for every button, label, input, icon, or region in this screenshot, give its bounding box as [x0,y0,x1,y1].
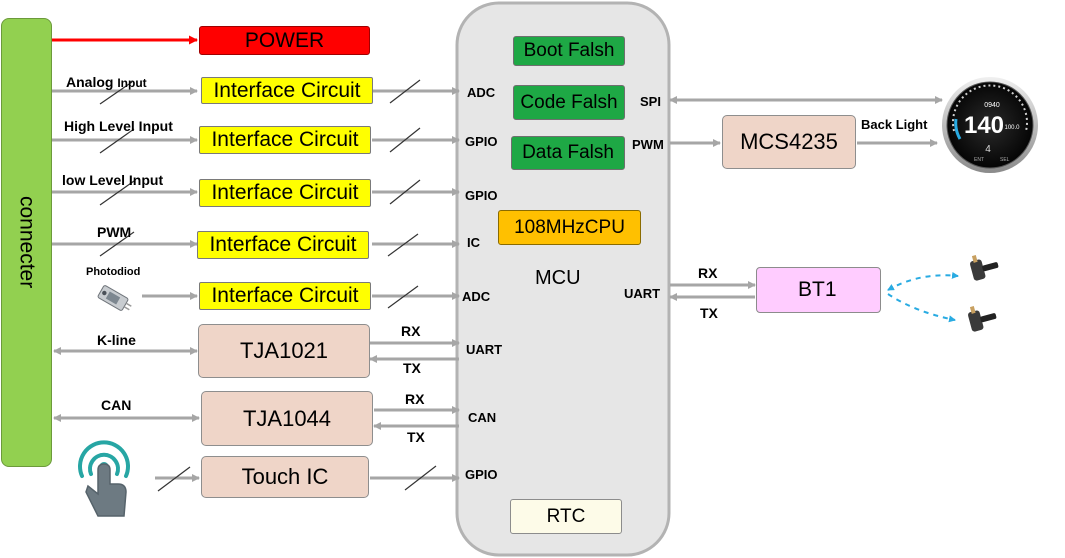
touch-ic-label: Touch IC [241,464,329,489]
bus-slash [389,79,421,104]
boot-flash-block: Boot Falsh [513,36,625,66]
pin-ic: IC [467,235,480,250]
interface-circuit-photodiode: Interface Circuit [199,282,371,310]
photodiode-label: Photodiod [86,266,141,278]
power-block: POWER [199,26,370,55]
can-label: CAN [101,397,132,413]
boot-flash-label: Boot Falsh [523,40,615,61]
bus-slash [387,285,419,309]
tja1044-label: TJA1044 [242,405,332,431]
tire-sensor-icon [968,306,997,332]
touch-ic-block: Touch IC [201,456,369,498]
interface-circuit-pwm: Interface Circuit [197,231,369,259]
bus-slash [389,179,421,205]
cpu-label: 108MHzCPU [514,216,625,238]
tire-sensor-icon [970,255,999,281]
pin-adc-1: ADC [467,85,496,100]
power-label: POWER [244,28,325,52]
low-level-input-label: low Level Input [62,172,164,188]
wireless-link-1 [887,271,959,291]
pin-gpio-2: GPIO [465,188,498,203]
bt1-label: BT1 [798,278,837,301]
kline-rx-label: RX [401,323,421,339]
mcs4235-block: MCS4235 [722,115,856,169]
pin-uart-right: UART [624,286,661,301]
interface-circuit-analog: Interface Circuit [201,77,373,104]
data-flash-label: Data Falsh [522,142,614,163]
bus-slash [99,231,135,257]
pin-adc-2: ADC [462,289,491,304]
interface-circuit-low-level: Interface Circuit [199,179,371,207]
connector-bar: connecter [1,18,52,467]
bt-rx-label: RX [698,265,718,281]
backlight-label: Back Light [861,117,928,132]
analog-input-label: Analog Input [66,74,147,90]
pin-pwm: PWM [632,137,664,152]
cpu-block: 108MHzCPU [498,210,641,245]
pwm-input-label: PWM [97,224,132,240]
kline-tx-label: TX [403,360,421,376]
code-flash-label: Code Falsh [520,91,618,113]
bus-slash [387,233,419,257]
pin-spi: SPI [640,94,661,109]
code-flash-block: Code Falsh [513,85,625,120]
can-rx-label: RX [405,391,425,407]
interface-label: Interface Circuit [209,233,357,256]
bt-tx-label: TX [700,305,718,321]
interface-label: Interface Circuit [211,181,359,204]
high-level-input-label: High Level Input [64,118,173,134]
bus-slash [99,128,135,154]
photodiode-icon [97,285,132,311]
display-speed-text: 140 [964,112,1004,139]
analog-label-small: Input [117,76,147,90]
bus-slash [404,465,437,491]
pin-gpio-1: GPIO [465,134,498,149]
interface-circuit-high-level: Interface Circuit [199,126,371,154]
display-ent-text: ENT [974,157,984,163]
display-sel-text: SEL [1000,157,1010,163]
pin-can: CAN [468,410,497,425]
can-tx-label: TX [407,429,425,445]
kline-label: K-line [97,332,136,348]
display-trip-text: 100.0 [1004,125,1020,131]
bt1-block: BT1 [756,267,881,313]
interface-label: Interface Circuit [213,78,361,102]
mcs4235-label: MCS4235 [740,129,838,154]
rtc-label: RTC [546,505,586,527]
rtc-block: RTC [510,499,622,534]
bus-slash [99,180,135,206]
analog-label-main: Analog [66,74,114,90]
connector-label: connecter [15,196,39,289]
wireless-link-2 [887,293,956,323]
pin-gpio-3: GPIO [465,467,498,482]
dashboard-display: 0940 140 100.0 4 ENT SEL [942,77,1038,173]
interface-label: Interface Circuit [211,284,359,307]
bus-slash [389,127,421,153]
interface-label: Interface Circuit [211,128,359,151]
pin-uart-left: UART [466,342,503,357]
touch-finger-icon [78,440,130,517]
bus-slash [157,466,191,492]
display-odo-text: 0940 [984,102,1000,109]
tja1044-block: TJA1044 [201,391,373,446]
mcu-label: MCU [535,267,581,289]
tja1021-label: TJA1021 [239,338,329,363]
tja1021-block: TJA1021 [198,324,370,378]
bus-slash [99,81,133,105]
display-gear-text: 4 [985,144,991,155]
data-flash-block: Data Falsh [511,136,625,170]
